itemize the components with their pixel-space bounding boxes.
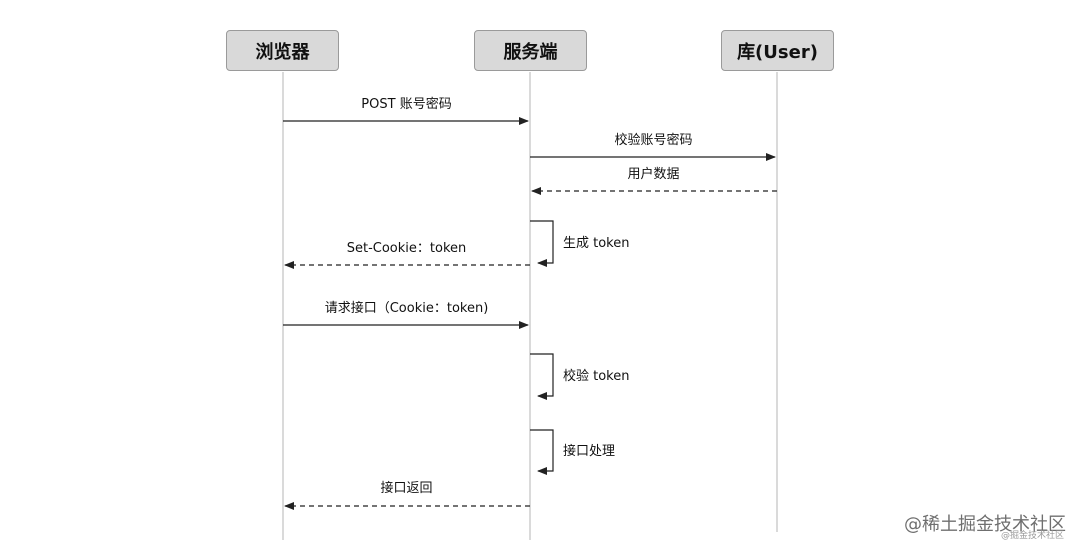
message-label: 用户数据 [627, 166, 679, 182]
message-label: POST 账号密码 [361, 96, 451, 112]
self-message-arrow [530, 353, 554, 400]
self-message-arrow [530, 429, 554, 475]
message-label: 接口处理 [563, 443, 615, 459]
actor-server: 服务端 [474, 30, 587, 71]
actor-db: 库(User) [721, 30, 834, 71]
message-label: Set-Cookie：token [347, 241, 467, 256]
watermark: @稀土掘金技术社区 [904, 514, 1066, 535]
message-label: 请求接口（Cookie：token) [325, 300, 489, 316]
watermark-subtext: @掘金技术社区 [1000, 531, 1064, 541]
message-label: 接口返回 [380, 480, 432, 496]
message-label: 校验 token [563, 368, 630, 384]
message-label: 生成 token [563, 236, 630, 251]
message-label: 校验账号密码 [614, 132, 692, 148]
actor-browser: 浏览器 [226, 30, 339, 71]
self-message-arrow [530, 220, 554, 267]
